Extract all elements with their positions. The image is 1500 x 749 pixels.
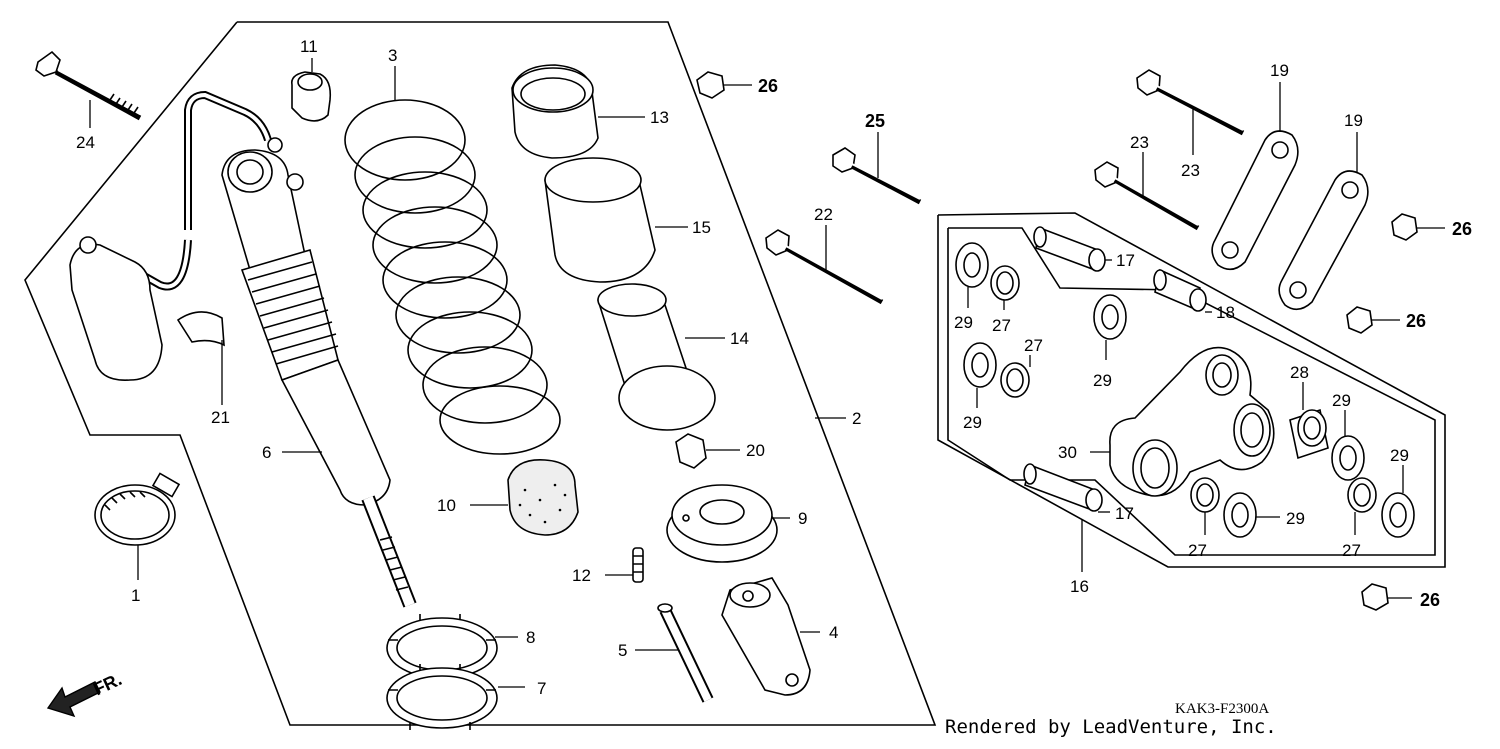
callout-19-b: 19 xyxy=(1344,111,1363,130)
callout-7: 7 xyxy=(537,679,546,698)
callout-21: 21 xyxy=(211,408,230,427)
callout-27-b: 27 xyxy=(1024,336,1043,355)
callout-14: 14 xyxy=(730,329,749,348)
collar-17-a xyxy=(1033,226,1106,272)
link-plate-19-a xyxy=(1211,130,1299,271)
callout-29-f: 29 xyxy=(1286,509,1305,528)
callout-5: 5 xyxy=(618,641,627,660)
callout-11: 11 xyxy=(300,37,318,56)
callout-19-a: 19 xyxy=(1270,61,1289,80)
sleeve-15 xyxy=(544,157,656,283)
bushing-11 xyxy=(290,71,332,122)
callout-23-a: 23 xyxy=(1181,161,1200,180)
callout-29-e: 29 xyxy=(1390,446,1409,465)
callout-25: 25 xyxy=(865,111,885,131)
valve-12 xyxy=(632,547,644,583)
callout-16: 16 xyxy=(1070,577,1089,596)
bolt-22 xyxy=(765,229,884,305)
seal-29-a xyxy=(955,242,989,288)
bearing-27-a xyxy=(990,265,1020,301)
callout-28: 28 xyxy=(1290,363,1309,382)
nut-20 xyxy=(675,433,707,469)
callout-29-a: 29 xyxy=(954,313,973,332)
callout-15: 15 xyxy=(692,218,711,237)
seal-29-b xyxy=(1093,294,1127,340)
callout-29-d: 29 xyxy=(1332,391,1351,410)
callout-13: 13 xyxy=(650,108,669,127)
callout-26-b: 26 xyxy=(1452,219,1472,239)
callout-17-b: 17 xyxy=(1115,504,1134,523)
callout-3: 3 xyxy=(388,46,397,65)
collar-18 xyxy=(1153,268,1207,312)
cap-13 xyxy=(511,64,599,159)
seal-29-c xyxy=(963,342,997,388)
nut-26-a xyxy=(696,71,725,99)
bolt-23-b xyxy=(1094,161,1200,231)
callout-22: 22 xyxy=(814,205,833,224)
lock-ring-7 xyxy=(386,664,498,730)
hose-clamp-1 xyxy=(94,472,181,546)
bearing-27-c xyxy=(1190,477,1220,513)
callout-4: 4 xyxy=(829,623,838,642)
callout-30: 30 xyxy=(1058,443,1077,462)
callout-24: 24 xyxy=(76,133,95,152)
bump-stop-10 xyxy=(507,459,579,536)
seal-29-d xyxy=(1331,435,1365,481)
callout-17-a: 17 xyxy=(1116,251,1135,270)
credit-text: Rendered by LeadVenture, Inc. xyxy=(945,716,1277,738)
callout-26-d: 26 xyxy=(1420,590,1440,610)
callout-29-c: 29 xyxy=(963,413,982,432)
bolt-25 xyxy=(832,147,922,205)
callout-6: 6 xyxy=(262,443,271,462)
callout-18: 18 xyxy=(1216,303,1235,322)
damper-6 xyxy=(221,137,417,608)
seal-29-e xyxy=(1223,492,1257,538)
link-assembly-outline xyxy=(937,212,1446,568)
callout-27-a: 27 xyxy=(992,316,1011,335)
pin-5 xyxy=(657,603,714,703)
clevis-4 xyxy=(721,577,811,696)
nut-26-b xyxy=(1391,213,1418,241)
callout-26-c: 26 xyxy=(1406,311,1426,331)
seal-29-f xyxy=(1381,492,1415,538)
callout-20: 20 xyxy=(746,441,765,460)
bearing-28 xyxy=(1289,408,1329,460)
bearing-27-b xyxy=(1000,362,1030,398)
callout-12: 12 xyxy=(572,566,591,585)
collar-14 xyxy=(597,283,716,431)
link-inner-outline xyxy=(947,227,1436,556)
callout-23-b: 23 xyxy=(1130,133,1149,152)
front-direction-arrow xyxy=(46,681,101,718)
callout-27-d: 27 xyxy=(1342,541,1361,560)
shock-assembly-outline xyxy=(24,21,937,726)
callout-26-a: 26 xyxy=(758,76,778,96)
callout-29-b: 29 xyxy=(1093,371,1112,390)
nut-26-d xyxy=(1361,583,1389,611)
callout-10: 10 xyxy=(437,496,456,515)
nut-26-c xyxy=(1346,306,1373,334)
bolt-23-a xyxy=(1136,69,1245,136)
callout-9: 9 xyxy=(798,509,807,528)
callout-27-c: 27 xyxy=(1188,541,1207,560)
bearing-27-d xyxy=(1347,477,1377,513)
reservoir-21 xyxy=(69,90,272,381)
bolt-24 xyxy=(35,50,142,121)
link-plate-19-b xyxy=(1278,170,1369,311)
callout-8: 8 xyxy=(526,628,535,647)
cushion-arm-30 xyxy=(1109,346,1275,497)
callout-2: 2 xyxy=(852,409,861,428)
callout-1: 1 xyxy=(131,586,140,605)
spring-3 xyxy=(344,99,561,455)
collar-17-b xyxy=(1023,463,1103,512)
drawing-code: KAK3-F2300A xyxy=(1175,701,1269,717)
spring-seat-9 xyxy=(666,484,778,563)
